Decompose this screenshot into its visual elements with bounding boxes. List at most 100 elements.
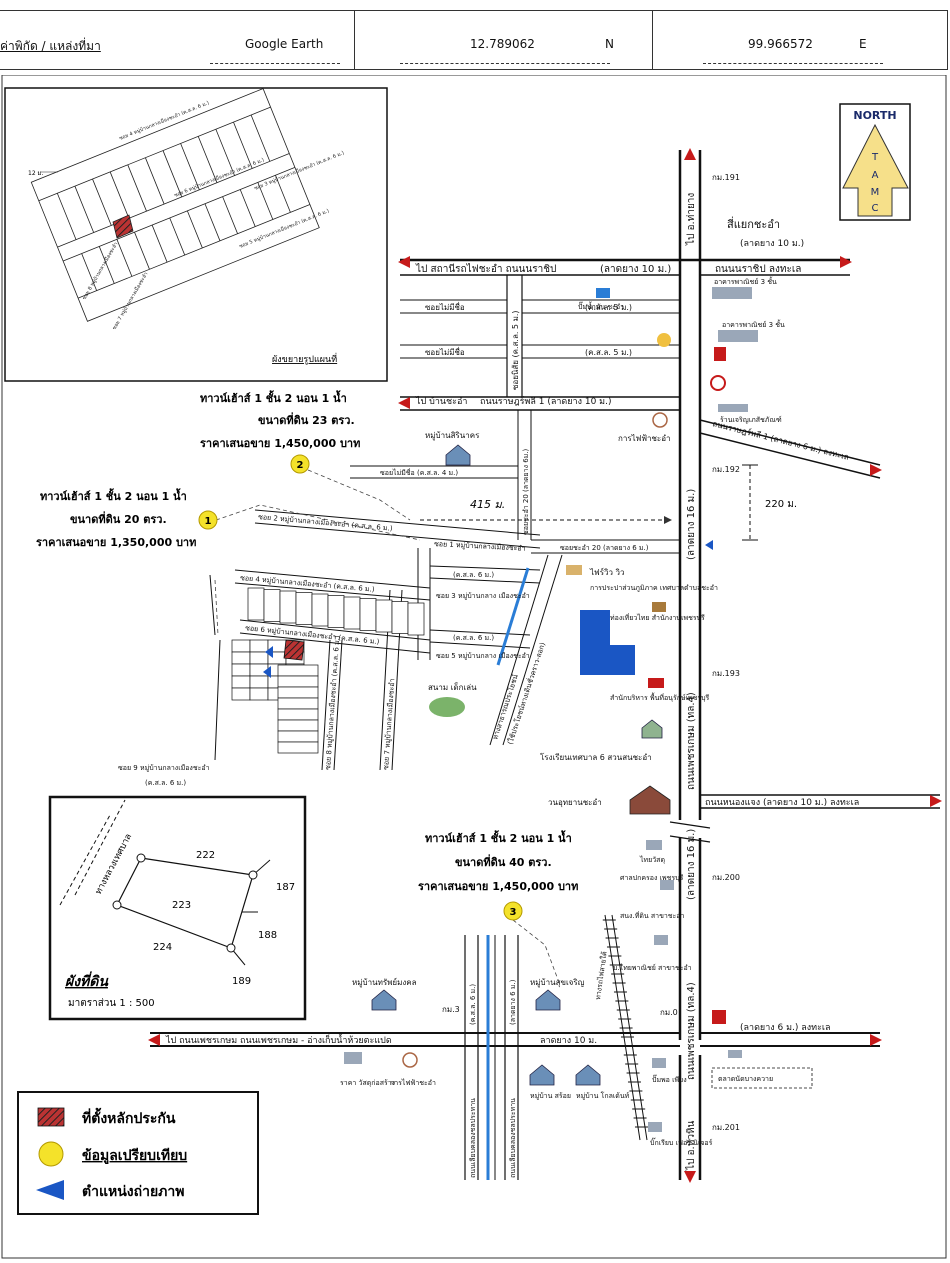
lot-block xyxy=(375,599,393,633)
place-label: หมู่บ้าน สร้อย xyxy=(530,1092,571,1100)
photo-direction-markers xyxy=(263,540,713,678)
svg-text:ทาวน์เฮ้าส์ 1 ชั้น 2 นอน 1 น้ำ: ทาวน์เฮ้าส์ 1 ชั้น 2 นอน 1 น้ำ xyxy=(425,830,572,845)
road-label: ไป อ.ท่ายาง xyxy=(685,193,697,246)
lot-block xyxy=(391,601,409,634)
building-icon xyxy=(718,330,758,342)
road-label: ถนนราษฎร์พลี 1 (ลาดยาง 10 ม.) xyxy=(480,395,611,407)
place-label: สนง.ที่ดิน สาขาชะอำ xyxy=(620,911,685,920)
road-label: (ลาดยาง 16 ม.) xyxy=(686,489,697,560)
plot-plan: ทางหลวงเทศบาล 222 223 224 187 188 189 ผั… xyxy=(48,795,307,1021)
place-label: หมู่บ้าน โกลเด้นท์ xyxy=(576,1091,630,1100)
latitude-value: 12.789062 xyxy=(470,37,535,51)
comparison-circle-icon xyxy=(38,1141,64,1167)
svg-text:223: 223 xyxy=(172,900,191,911)
svg-text:T: T xyxy=(871,152,879,163)
svg-text:C: C xyxy=(872,203,879,214)
road-label: (ค.ส.ล. 6 ม.) xyxy=(453,571,494,579)
lot-block xyxy=(277,686,319,699)
house-icon xyxy=(529,1064,555,1086)
building-icon xyxy=(344,1052,362,1064)
road-label: (ค.ส.ล. 6 ม.) xyxy=(145,779,186,787)
building-icon xyxy=(646,840,662,850)
up-arrow-icon xyxy=(684,148,696,160)
lot-block xyxy=(247,587,265,621)
map-frame xyxy=(1,75,947,1259)
school-icon xyxy=(641,719,663,739)
place-label: หมู่บ้านสิรินาคร xyxy=(425,431,480,441)
svg-text:224: 224 xyxy=(153,942,172,953)
irrigation-canal xyxy=(486,935,496,1180)
road-label: ซอยชะอำ 20 (ลาดยาง 6 ม.) xyxy=(560,544,649,552)
building-icon xyxy=(660,880,674,890)
road-label: ไป ถนนเพชรเกษม ถนนเพชรเกษม - อ่างเก็บน้ำ… xyxy=(165,1033,392,1046)
svg-text:ราคาเสนอขาย 1,450,000 บาท: ราคาเสนอขาย 1,450,000 บาท xyxy=(418,880,578,893)
lot-block xyxy=(277,664,319,677)
lot-blocks xyxy=(231,587,425,754)
lot-block xyxy=(263,589,281,622)
left-arrow-icon xyxy=(148,1034,160,1046)
road-label: ถนนเลียบคลองชลประทาน xyxy=(469,1098,477,1178)
building-icon xyxy=(648,678,664,688)
road-label: ซอย 1 หมู่บ้านกลางเมืองชะอำ xyxy=(434,540,526,553)
bank-icon xyxy=(710,375,726,391)
lot-block xyxy=(249,675,269,689)
location-map: 12 ม. ผังขยายรูปแผนที่ ซอย 4 หมู่บ้านกลา… xyxy=(1,75,947,1259)
place-label: ไทยวัสดุ xyxy=(639,855,665,864)
electric-icon xyxy=(652,412,668,428)
house-icon xyxy=(575,1064,601,1086)
road-label: ไป อ.หัวหิน xyxy=(685,1120,697,1171)
store-711-icon xyxy=(712,1010,726,1024)
distance-markers xyxy=(420,464,758,541)
north-arrow-box: NORTH T A M C xyxy=(839,103,911,221)
canal-public-way xyxy=(489,554,563,746)
comparison-leaders xyxy=(214,469,561,986)
road-label: (ค.ส.ล. 6 ม.) xyxy=(453,634,494,642)
distance-220: 220 ม. xyxy=(765,499,797,510)
store-711-icon xyxy=(714,347,726,361)
svg-text:M: M xyxy=(871,187,880,198)
svg-text:222: 222 xyxy=(196,850,215,861)
place-label: ปั๊มน้ำมัน ชะอำ xyxy=(578,300,624,311)
collateral-hatched-icon xyxy=(37,1107,65,1127)
road-label: (ลาดยาง 16 ม.) xyxy=(686,829,697,900)
landmarks: ปั๊มน้ำมัน ชะอำ อาคารพาณิชย์ 3 ชั้น อาคา… xyxy=(340,275,813,1147)
photo-arrow-icon xyxy=(263,666,271,678)
building-icon xyxy=(652,1058,666,1068)
down-arrow-icon xyxy=(684,1171,696,1183)
road-label: ซอยไม่มีชื่อ xyxy=(425,301,465,312)
shell-icon xyxy=(657,333,671,347)
comparison-circle-icon xyxy=(503,901,523,921)
lot-block xyxy=(277,675,319,688)
road-label: ไป สถานีรถไฟชะอำ ถนนนราชิป xyxy=(415,263,556,275)
lot-block xyxy=(231,675,251,689)
svg-text:3: 3 xyxy=(510,907,517,918)
road-label: (ค.ส.ล. 6 ม.) xyxy=(469,984,477,1025)
lot-block xyxy=(277,730,319,743)
road-label: (ลาดยาง 6 ม.) xyxy=(509,979,517,1025)
lot-block xyxy=(279,590,297,624)
road-label: ทางรถไฟสายใต้ xyxy=(593,950,609,1000)
legend-label: ตำแหน่งถ่ายภาพ xyxy=(82,1184,184,1200)
collateral-lot-marker xyxy=(283,639,305,661)
left-arrow-icon xyxy=(398,256,410,268)
km-marker: กม.3 xyxy=(442,1005,460,1014)
source-value: Google Earth xyxy=(245,37,324,51)
road-label: (ลาดยาง 10 ม.) xyxy=(600,264,671,275)
right-arrow-icon xyxy=(870,1034,882,1046)
photo-arrow-icon xyxy=(265,646,273,658)
road-end-arrows xyxy=(148,148,942,1183)
building-icon xyxy=(648,1122,662,1132)
road-label: ซอยชะอำ 20 (ลาดยาง 6ม.) xyxy=(522,448,530,535)
svg-text:187: 187 xyxy=(276,882,295,893)
road-label: ซอย 3 หมู่บ้านกลาง เมืองชะอำ xyxy=(436,592,530,600)
distance-415: 415 ม. xyxy=(470,498,505,511)
comparison-circle-icon xyxy=(290,454,310,474)
lot-block xyxy=(249,687,269,701)
place-label: บ.ไทยพาณิชย์ สาขาชะอำ xyxy=(613,963,692,972)
lot-block xyxy=(311,593,329,627)
road-label: ซอย 9 หมู่บ้านกลางเมืองชะอำ xyxy=(118,764,210,772)
lot-block xyxy=(343,596,361,630)
park-building-icon xyxy=(629,785,671,815)
km-marker: กม.193 xyxy=(712,669,740,678)
road-label: ถนนเลียบคลองชลประทาน xyxy=(509,1098,517,1178)
